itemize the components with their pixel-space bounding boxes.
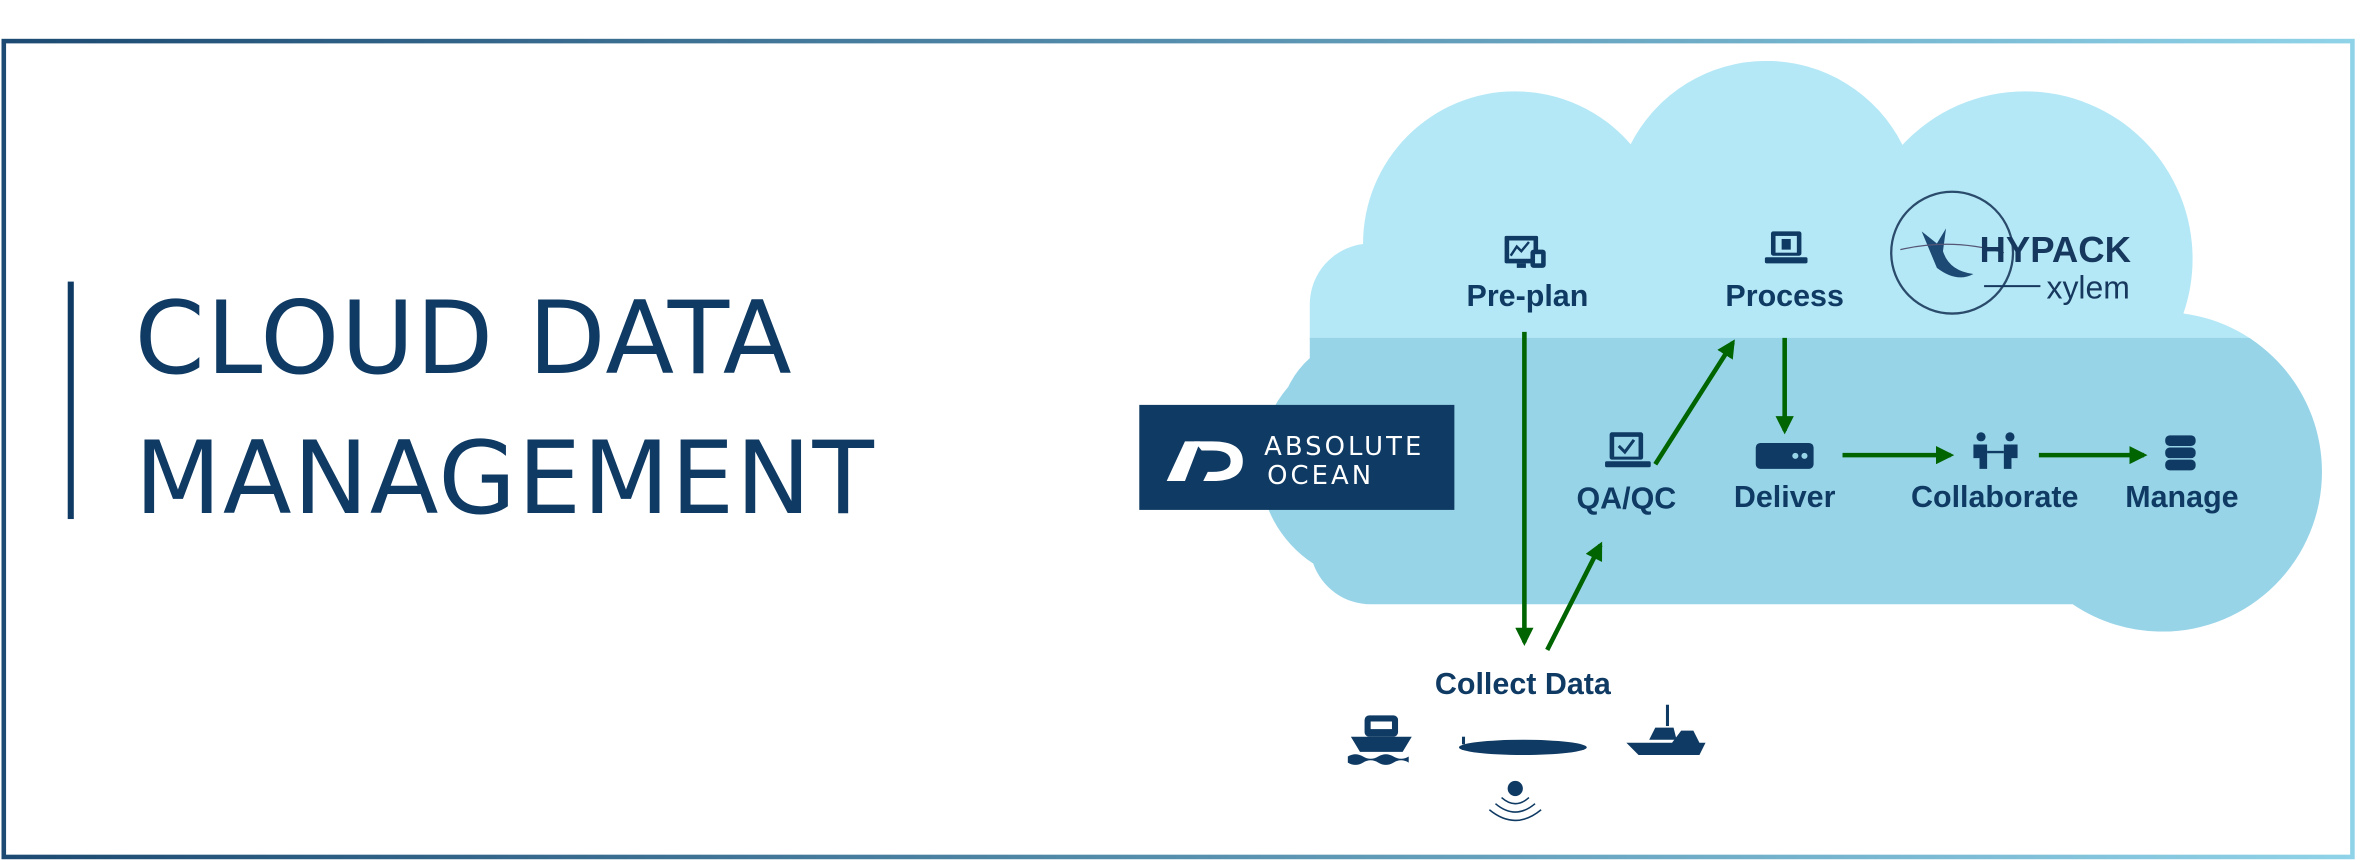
absolute-ocean-line2: OCEAN xyxy=(1267,461,1374,491)
sonar-beacon-icon xyxy=(1488,780,1542,822)
manage-database-icon xyxy=(2165,435,2196,471)
deliver-server-icon xyxy=(1755,442,1814,469)
step-process-label: Process xyxy=(1725,279,1843,313)
vessel-icon xyxy=(1626,704,1706,755)
cloud-shape xyxy=(1259,60,2322,632)
qaqc-laptop-check-icon xyxy=(1605,432,1651,468)
frame-border xyxy=(1,38,2355,860)
hypack-text: HYPACK xyxy=(1980,229,2132,270)
step-manage-label: Manage xyxy=(2125,480,2238,514)
auv-submarine-icon xyxy=(1458,736,1587,755)
absolute-ocean-logo: ABSOLUTE OCEAN xyxy=(1139,404,1455,510)
step-collaborate-label: Collaborate xyxy=(1911,480,2078,514)
arrow-collect-to-qaqc xyxy=(1545,541,1603,651)
page-title-line2: MANAGEMENT xyxy=(135,420,876,537)
step-collect-data-label: Collect Data xyxy=(1435,667,1612,701)
boat-icon xyxy=(1347,715,1412,765)
hypack-xylem-logo: HYPACK xylem xyxy=(1890,190,2132,315)
collaborate-people-icon xyxy=(1973,432,2018,469)
step-preplan-label: Pre-plan xyxy=(1467,279,1589,313)
step-deliver-label: Deliver xyxy=(1734,480,1836,514)
title-accent-bar xyxy=(67,281,74,520)
step-qaqc-label: QA/QC xyxy=(1576,481,1676,515)
process-laptop-icon xyxy=(1764,231,1808,264)
xylem-text: xylem xyxy=(2046,269,2129,305)
absolute-ocean-line1: ABSOLUTE xyxy=(1264,432,1424,462)
arrow-qaqc-to-process xyxy=(1653,339,1735,466)
preplan-icon xyxy=(1504,235,1546,268)
workflow-arrows xyxy=(1515,331,2148,651)
page-title-line1: CLOUD DATA xyxy=(135,280,793,397)
